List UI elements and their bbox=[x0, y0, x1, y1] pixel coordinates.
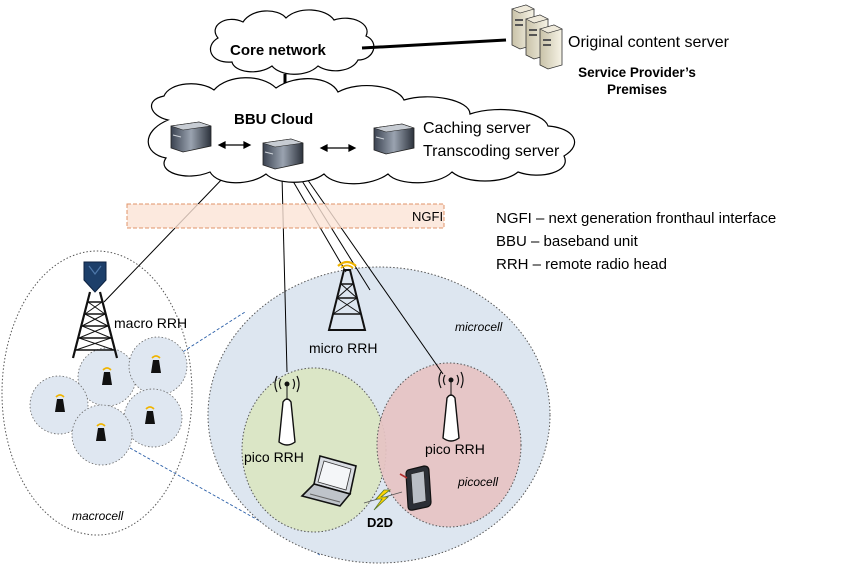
caching-server-label: Caching server bbox=[423, 120, 531, 137]
link-core-content-server bbox=[361, 38, 507, 50]
link-micro-rrh-2 bbox=[298, 175, 371, 291]
phone-icon bbox=[399, 465, 432, 511]
micro-rrh-label: micro RRH bbox=[309, 340, 377, 356]
laptop-icon bbox=[300, 455, 357, 507]
pico-antenna-icon bbox=[145, 406, 155, 424]
server-icon bbox=[262, 138, 304, 170]
picocell-label: picocell bbox=[457, 475, 498, 489]
pico-rrh-icon bbox=[438, 371, 464, 442]
legend-item: BBU – baseband unit bbox=[496, 233, 639, 250]
premises-label-line2: Premises bbox=[607, 82, 667, 97]
micro-tower-icon bbox=[327, 260, 367, 331]
macro-tower-icon bbox=[71, 261, 119, 359]
small-cell-antennas bbox=[55, 355, 161, 441]
legend-item: NGFI – next generation fronthaul interfa… bbox=[496, 210, 776, 227]
pico-antenna-icon bbox=[96, 423, 106, 441]
pico-antenna-icon bbox=[151, 355, 161, 373]
pico-rrh-left-label: pico RRH bbox=[244, 449, 304, 465]
bidirectional-arrow bbox=[217, 141, 252, 149]
pico-antenna-icon bbox=[102, 367, 112, 385]
bidirectional-arrow bbox=[319, 144, 357, 152]
microcell-label: microcell bbox=[455, 320, 503, 334]
pico-antenna-icon bbox=[55, 394, 65, 412]
bbu-cloud bbox=[147, 77, 576, 185]
d2d-link bbox=[363, 489, 403, 511]
content-server-label: Original content server bbox=[568, 34, 730, 51]
content-server-icon bbox=[511, 4, 563, 70]
server-icon bbox=[170, 121, 212, 153]
core-network-cloud bbox=[209, 9, 375, 75]
server-icon bbox=[373, 123, 415, 155]
lightning-icon bbox=[373, 489, 392, 511]
macro-rrh-label: macro RRH bbox=[114, 315, 187, 331]
legend-item: RRH – remote radio head bbox=[496, 256, 667, 273]
transcoding-server-label: Transcoding server bbox=[423, 143, 560, 160]
pico-rrh-right-label: pico RRH bbox=[425, 441, 485, 457]
macrocell-label: macrocell bbox=[72, 509, 124, 523]
legend: NGFI – next generation fronthaul interfa… bbox=[496, 210, 776, 273]
ngfi-label: NGFI bbox=[412, 209, 443, 224]
pico-rrh-icon bbox=[274, 375, 300, 446]
d2d-label: D2D bbox=[367, 515, 393, 530]
bbu-cloud-label: BBU Cloud bbox=[234, 111, 313, 128]
ngfi-band bbox=[126, 203, 445, 229]
core-network-label: Core network bbox=[230, 42, 327, 59]
premises-label-line1: Service Provider’s bbox=[578, 65, 696, 80]
link-macro-rrh bbox=[103, 175, 226, 303]
